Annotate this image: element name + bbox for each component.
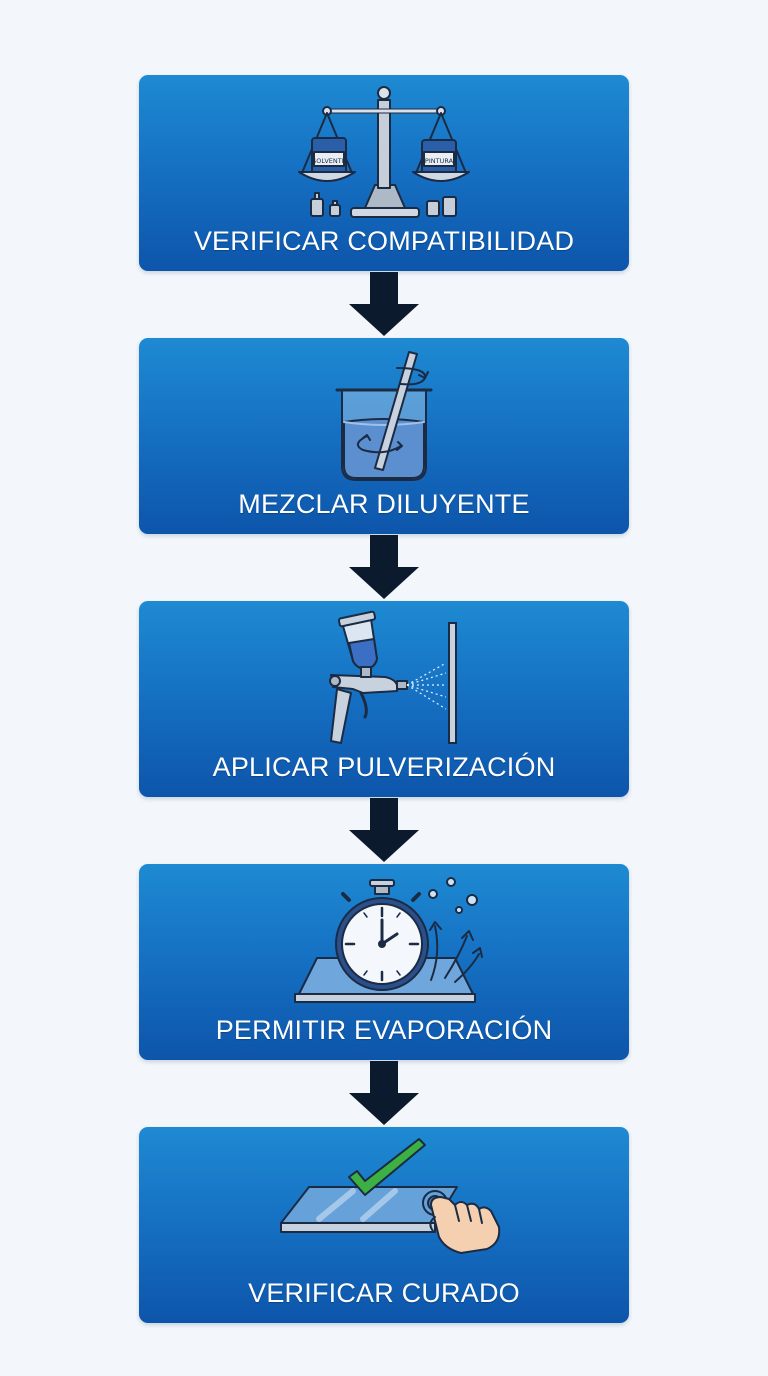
step-verificar-compatibilidad: SOLVENTE PINTURA VERIFICAR COMPATIBILIDA… xyxy=(139,75,629,271)
step-mezclar-diluyente: MEZCLAR DILUYENTE xyxy=(139,338,629,534)
tag-pintura: PINTURA xyxy=(425,157,454,165)
mixing-beaker-icon xyxy=(335,351,433,481)
step-label: VERIFICAR COMPATIBILIDAD xyxy=(193,226,575,256)
arrow-down-icon xyxy=(349,798,419,862)
step-verificar-curado: VERIFICAR CURADO xyxy=(139,1127,629,1323)
step-permitir-evaporacion: PERMITIR EVAPORACIÓN xyxy=(139,864,629,1060)
spray-gun-icon xyxy=(329,610,457,744)
stopwatch-evaporation-icon xyxy=(294,877,483,1003)
touch-check-icon xyxy=(280,1138,501,1254)
arrow-down-icon xyxy=(349,272,419,336)
step-label: MEZCLAR DILUYENTE xyxy=(238,489,530,519)
step-label: APLICAR PULVERIZACIÓN xyxy=(212,752,556,782)
step-label: VERIFICAR CURADO xyxy=(248,1278,520,1308)
tag-solvente: SOLVENTE xyxy=(312,157,346,165)
arrow-down-icon xyxy=(349,535,419,599)
step-aplicar-pulverizacion: APLICAR PULVERIZACIÓN xyxy=(139,601,629,797)
arrow-down-icon xyxy=(349,1061,419,1125)
step-label: PERMITIR EVAPORACIÓN xyxy=(215,1015,553,1045)
balance-scale-icon: SOLVENTE PINTURA xyxy=(298,86,470,218)
